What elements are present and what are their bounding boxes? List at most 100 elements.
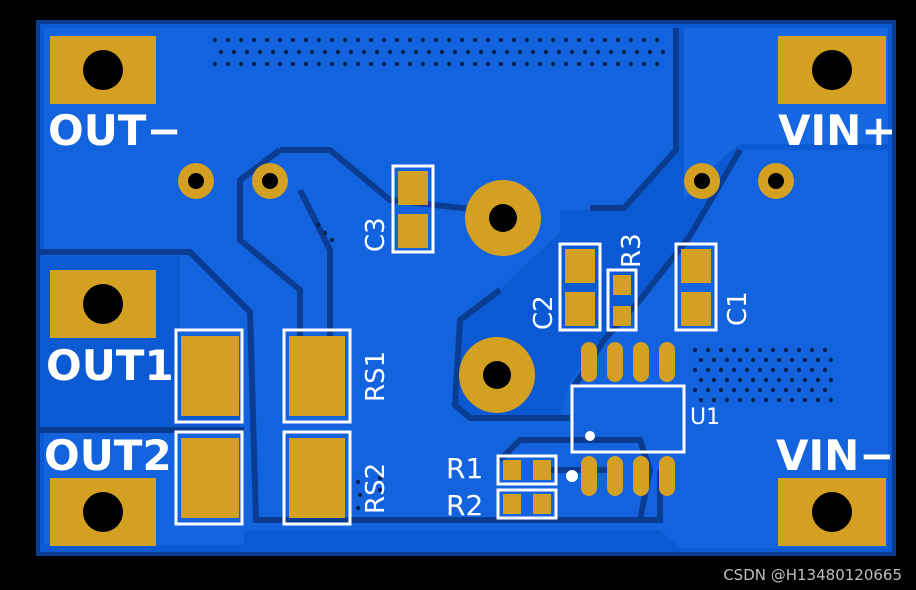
via xyxy=(485,37,491,43)
via xyxy=(459,37,465,43)
via xyxy=(563,61,569,67)
label-c2: C2 xyxy=(529,295,559,330)
via xyxy=(563,37,569,43)
via xyxy=(698,377,704,383)
via xyxy=(329,61,335,67)
via xyxy=(731,347,737,353)
via xyxy=(770,367,776,373)
via xyxy=(654,61,660,67)
via xyxy=(303,37,309,43)
via xyxy=(602,61,608,67)
via xyxy=(711,377,717,383)
via xyxy=(802,357,808,363)
via xyxy=(290,37,296,43)
via xyxy=(264,37,270,43)
via xyxy=(407,37,413,43)
terminal-vin-minus xyxy=(778,478,886,546)
via xyxy=(776,377,782,383)
via xyxy=(387,49,393,55)
via xyxy=(400,49,406,55)
via xyxy=(446,37,452,43)
label-vin-minus: VIN− xyxy=(776,431,894,480)
watermark: CSDN @H13480120665 xyxy=(723,566,902,584)
via xyxy=(446,61,452,67)
via xyxy=(750,357,756,363)
via xyxy=(420,61,426,67)
via xyxy=(504,49,510,55)
via xyxy=(744,387,750,393)
via xyxy=(796,347,802,353)
via xyxy=(329,37,335,43)
rs1-resistor xyxy=(282,328,352,424)
via xyxy=(763,377,769,383)
shunt-pads-left xyxy=(174,328,244,526)
via xyxy=(789,377,795,383)
c1-capacitor xyxy=(674,242,718,332)
via xyxy=(212,37,218,43)
via xyxy=(355,61,361,67)
r1-resistor xyxy=(496,454,558,486)
via xyxy=(394,61,400,67)
via xyxy=(251,37,257,43)
via xyxy=(550,37,556,43)
via xyxy=(828,397,834,403)
via xyxy=(394,37,400,43)
label-out1: OUT1 xyxy=(46,341,174,390)
traces xyxy=(40,28,743,523)
via xyxy=(809,367,815,373)
via xyxy=(634,49,640,55)
via xyxy=(654,37,660,43)
via xyxy=(789,357,795,363)
via xyxy=(459,61,465,67)
via xyxy=(368,61,374,67)
via xyxy=(718,347,724,353)
via xyxy=(368,37,374,43)
via xyxy=(251,61,257,67)
u1-ic xyxy=(566,342,686,496)
via xyxy=(757,347,763,353)
via xyxy=(724,397,730,403)
via xyxy=(231,49,237,55)
via xyxy=(517,49,523,55)
via xyxy=(342,61,348,67)
via xyxy=(582,49,588,55)
via xyxy=(828,357,834,363)
label-rs2: RS2 xyxy=(361,463,391,514)
via xyxy=(789,397,795,403)
via xyxy=(433,37,439,43)
via xyxy=(472,37,478,43)
via xyxy=(628,61,634,67)
via xyxy=(511,37,517,43)
via xyxy=(783,387,789,393)
via xyxy=(802,377,808,383)
via xyxy=(556,49,562,55)
via xyxy=(316,37,322,43)
via xyxy=(698,397,704,403)
via xyxy=(796,367,802,373)
via xyxy=(692,387,698,393)
via xyxy=(783,347,789,353)
via xyxy=(420,37,426,43)
via xyxy=(615,37,621,43)
r3-resistor xyxy=(606,268,638,332)
via xyxy=(465,49,471,55)
through-hole-pads xyxy=(178,163,794,413)
via xyxy=(647,49,653,55)
via xyxy=(244,49,250,55)
via xyxy=(212,61,218,67)
via xyxy=(524,37,530,43)
via xyxy=(277,61,283,67)
via xyxy=(576,37,582,43)
terminal-out1 xyxy=(50,270,156,338)
via xyxy=(815,357,821,363)
via-array-top: (function(){ var g = document.currentScr… xyxy=(212,37,666,67)
terminal-vin-plus xyxy=(778,36,886,104)
via xyxy=(478,49,484,55)
terminal-out2 xyxy=(50,478,156,546)
via xyxy=(238,37,244,43)
via xyxy=(763,397,769,403)
via xyxy=(711,397,717,403)
via xyxy=(737,397,743,403)
via xyxy=(608,49,614,55)
via xyxy=(225,61,231,67)
